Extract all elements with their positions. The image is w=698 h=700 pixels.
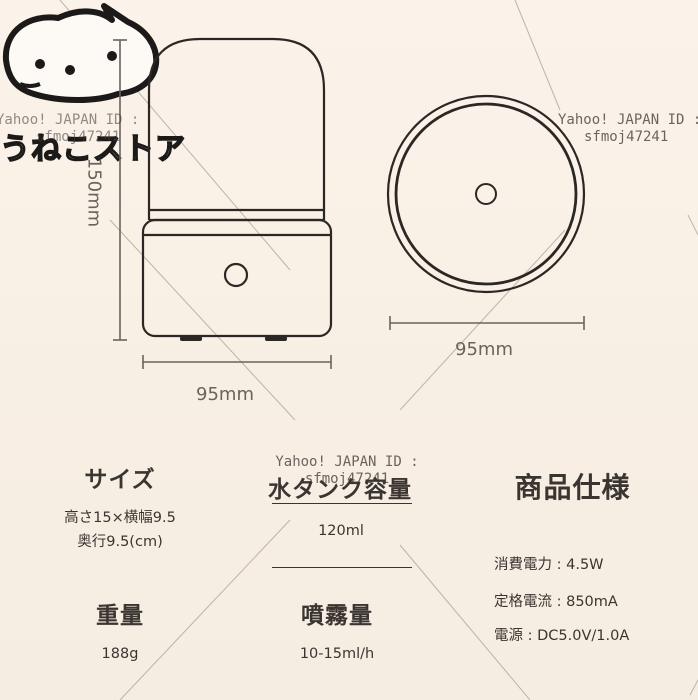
divider xyxy=(272,503,412,504)
height-dimension-label: 150mm xyxy=(83,157,105,228)
power-supply: 電源 : DC5.0V/1.0A xyxy=(494,628,630,644)
power-consumption: 消費電力 : 4.5W xyxy=(494,557,604,573)
watermark-top-right: Yahoo! JAPAN ID : sfmoj47241 xyxy=(558,112,698,145)
tank-value: 120ml xyxy=(318,523,364,539)
front-width-label: 95mm xyxy=(196,384,254,405)
size-title: サイズ xyxy=(84,467,156,493)
rated-current: 定格電流 : 850mA xyxy=(494,594,618,610)
top-view-drawing xyxy=(386,94,586,330)
front-view-drawing xyxy=(113,37,333,369)
size-value: 高さ15×横幅9.5 奥行9.5(cm) xyxy=(64,510,176,550)
store-name-logo: うねこストア xyxy=(0,131,186,168)
tank-title: 水タンク容量 xyxy=(268,477,412,503)
product-spec-title: 商品仕様 xyxy=(514,471,631,504)
mist-value: 10-15ml/h xyxy=(299,646,375,662)
watermark-top-left: Yahoo! JAPAN ID : sfmoj47241 xyxy=(0,112,140,145)
weight-title: 重量 xyxy=(96,603,144,629)
cat-logo-icon xyxy=(2,3,160,103)
top-width-label: 95mm xyxy=(455,339,513,360)
weight-value: 188g xyxy=(101,646,139,662)
watermark-center: Yahoo! JAPAN ID : sfmoj47241 xyxy=(275,454,419,487)
divider xyxy=(272,567,412,568)
mist-title: 噴霧量 xyxy=(301,603,373,629)
